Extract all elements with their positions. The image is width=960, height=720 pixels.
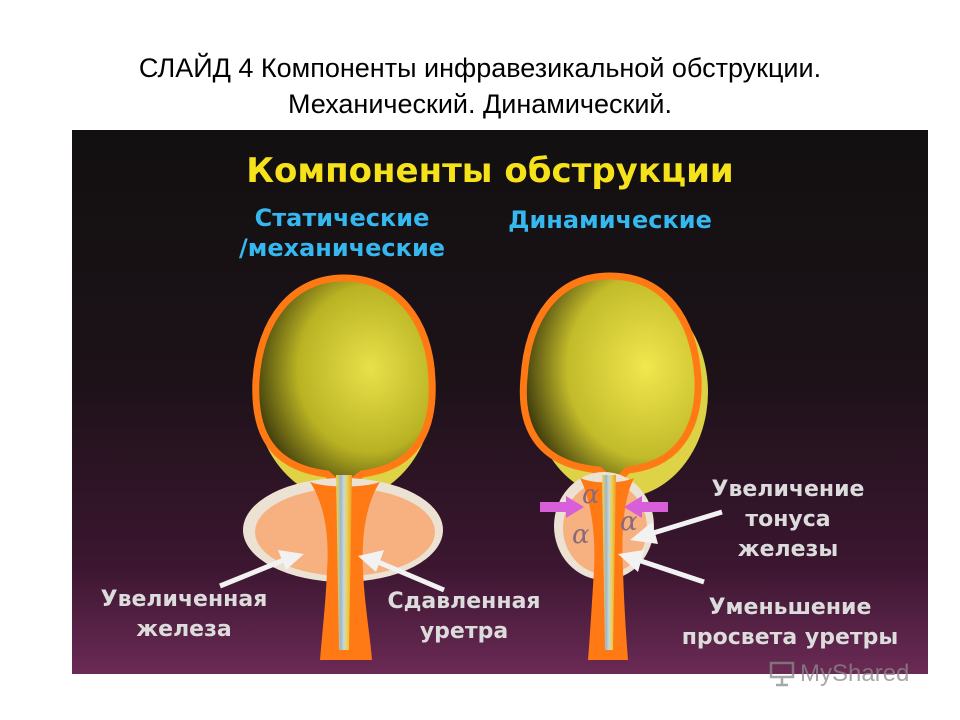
- label-gland-tone-line2: тонуса: [745, 507, 830, 532]
- static-heading-line2: /механические: [239, 234, 445, 262]
- diagram-panel: Компоненты обструкции Статические /механ…: [72, 130, 928, 674]
- arrow-enlarged-gland-icon: [219, 557, 285, 589]
- alpha-receptor-right: α: [620, 507, 638, 537]
- label-compressed-urethra-line2: уретра: [420, 619, 508, 644]
- compressed-urethra: [336, 475, 352, 650]
- watermark-text: MyShared: [800, 660, 910, 687]
- obstruction-diagram: Компоненты обструкции Статические /механ…: [72, 130, 928, 674]
- label-urethra-lumen-line1: Уменьшение: [709, 595, 872, 620]
- alpha-arrow-right-icon: [624, 496, 668, 518]
- narrowed-urethra: [602, 475, 616, 650]
- dynamic-obstruction-illustration: α α α: [519, 272, 708, 660]
- right-bladder: [519, 272, 702, 482]
- alpha-arrow-left-icon: [540, 496, 584, 518]
- diagram-background: [72, 130, 928, 674]
- slide-title-line2: Механический. Динамический.: [288, 89, 672, 119]
- arrow-compressed-urethra-icon: [377, 559, 445, 593]
- slide-title-line1: СЛАЙД 4 Компоненты инфравезикальной обст…: [138, 53, 822, 83]
- label-enlarged-gland-line2: железа: [136, 617, 231, 642]
- watermark: MyShared: [768, 660, 909, 688]
- alpha-receptor-left-lower: α: [572, 520, 590, 550]
- label-gland-tone-line3: железы: [738, 537, 839, 562]
- presentation-board-icon: [769, 661, 795, 687]
- arrow-urethra-lumen-icon: [637, 557, 705, 585]
- dynamic-heading: Динамические: [508, 206, 712, 234]
- left-bladder: [252, 274, 436, 484]
- diagram-heading: Компоненты обструкции: [246, 151, 734, 191]
- arrow-gland-tone-icon: [649, 509, 723, 537]
- label-urethra-lumen-line2: просвета уретры: [682, 625, 899, 650]
- label-enlarged-gland-line1: Увеличенная: [101, 587, 268, 612]
- slide-title: СЛАЙД 4 Компоненты инфравезикальной обст…: [0, 50, 960, 122]
- label-gland-tone-line1: Увеличение: [712, 477, 865, 502]
- alpha-receptor-left-upper: α: [582, 480, 600, 510]
- label-compressed-urethra-line1: Сдавленная: [387, 589, 540, 614]
- static-heading-line1: Статические: [255, 204, 430, 232]
- pointer-arrows: [219, 509, 723, 593]
